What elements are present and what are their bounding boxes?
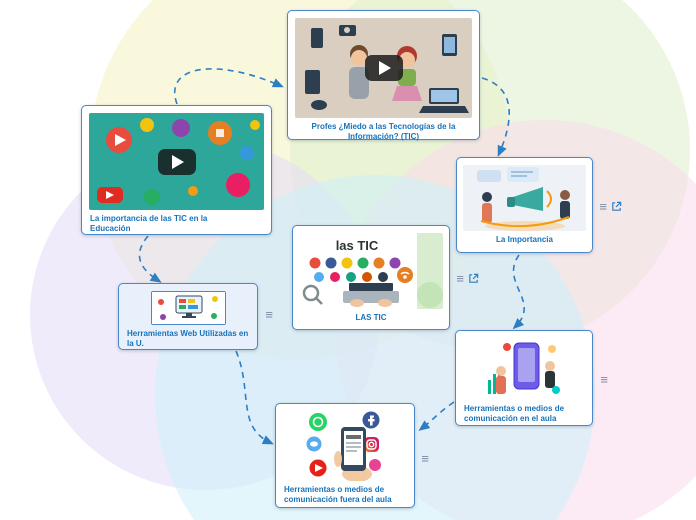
connector-aula-to-fuera — [418, 401, 455, 431]
medios-fuera-aula-illustration — [305, 411, 385, 481]
play-button[interactable] — [364, 55, 403, 81]
profes-thumbnail-illustration — [295, 18, 472, 118]
node-medios-fuera-aula[interactable]: Herramientas o medios de comunicación fu… — [275, 403, 429, 508]
play-button[interactable] — [157, 148, 196, 175]
youtube-icon — [309, 459, 327, 477]
node-menu-icon[interactable]: ≡ — [456, 271, 464, 286]
external-link-icon[interactable] — [468, 273, 479, 284]
connector-profes-to-importancia — [481, 77, 510, 157]
twitter-icon — [306, 436, 322, 452]
node-label: LAS TIC — [355, 313, 387, 322]
connector-importancia-to-aula — [512, 254, 525, 330]
node-label: Herramientas o medios de comunicación fu… — [284, 485, 392, 505]
node-importancia-educacion[interactable]: La importancia de las TIC en la Educació… — [81, 105, 272, 235]
connector-web-to-fuera — [235, 350, 274, 445]
las-tic-illustration: las TIC — [299, 233, 443, 309]
node-label: Profes ¿Miedo a las Tecnologías de la In… — [311, 122, 456, 142]
educacion-video-thumbnail — [89, 113, 264, 210]
external-link-icon[interactable] — [611, 201, 622, 212]
node-profes[interactable]: Profes ¿Miedo a las Tecnologías de la In… — [287, 10, 480, 142]
importancia-image — [463, 165, 586, 231]
las-tic-image: las TIC — [299, 233, 443, 309]
node-medios-aula[interactable]: Herramientas o medios de comunicación en… — [455, 330, 608, 426]
herramientas-web-illustration — [150, 291, 226, 325]
node-las-tic[interactable]: las TIC — [292, 225, 479, 330]
profes-video-thumbnail — [295, 18, 472, 118]
node-label: La Importancia — [496, 235, 553, 244]
whatsapp-icon — [309, 413, 327, 431]
node-herramientas-web[interactable]: Herramientas Web Utilizadas en la U. ≡ — [118, 283, 273, 350]
play-icon — [172, 154, 184, 169]
node-menu-icon[interactable]: ≡ — [421, 451, 429, 466]
medios-aula-illustration — [484, 338, 564, 400]
facebook-icon — [362, 411, 380, 429]
pink-dot-icon — [369, 459, 381, 471]
importancia-illustration — [463, 165, 586, 231]
node-label: Herramientas o medios de comunicación en… — [464, 404, 565, 424]
instagram-icon — [364, 437, 379, 452]
node-la-importancia[interactable]: La Importancia ≡ — [456, 157, 622, 253]
medios-fuera-aula-image — [305, 411, 385, 481]
node-menu-icon[interactable]: ≡ — [600, 372, 608, 387]
node-label: La importancia de las TIC en la Educació… — [90, 214, 208, 234]
play-icon — [379, 61, 391, 75]
node-menu-icon[interactable]: ≡ — [265, 307, 273, 322]
node-label: Herramientas Web Utilizadas en la U. — [127, 329, 249, 349]
herramientas-web-image — [150, 291, 226, 325]
node-menu-icon[interactable]: ≡ — [599, 199, 607, 214]
medios-aula-image — [484, 338, 564, 400]
connector-educacion-to-web — [138, 235, 162, 283]
las-tic-image-title: las TIC — [336, 238, 379, 253]
connector-educacion-to-profes — [174, 68, 284, 105]
